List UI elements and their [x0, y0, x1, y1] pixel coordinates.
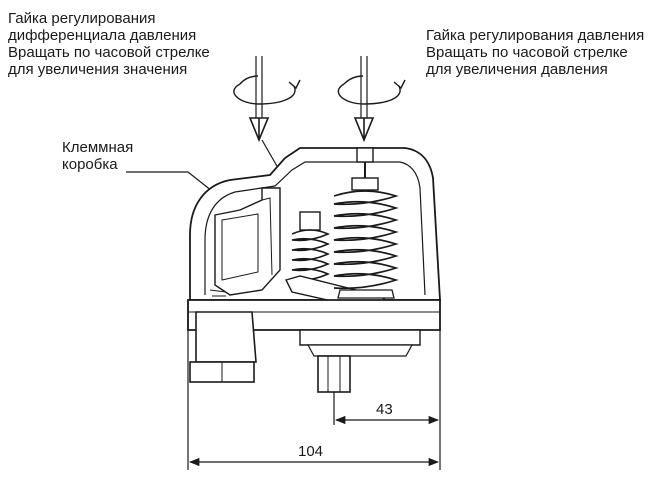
differential-nut-label: Гайка регулирования дифференциала давлен… — [8, 10, 210, 78]
cable-gland — [187, 300, 257, 470]
dimension-104: 104 — [298, 443, 323, 460]
terminal-box-line-2: коробка — [62, 156, 118, 173]
pressure-nut-line-3: для увеличения давления — [426, 61, 608, 78]
pressure-nut-line-1: Гайка регулирования давления — [426, 27, 645, 44]
right-rotation-arrow — [337, 56, 406, 143]
differential-nut-line-1: Гайка регулирования — [8, 10, 156, 27]
pressure-nut-line-2: Вращать по часовой стрелке — [426, 44, 628, 61]
left-rotation-arrow — [233, 56, 301, 143]
differential-spring — [291, 211, 330, 282]
pressure-fitting — [299, 329, 421, 425]
terminal-box-label: Клеммная коробка — [62, 139, 133, 173]
pressure-nut-label: Гайка регулирования давления Вращать по … — [426, 27, 644, 78]
terminal-box-line-1: Клеммная — [62, 139, 134, 156]
differential-nut-line-4: для увеличения значения — [8, 61, 188, 78]
terminal-box — [209, 187, 281, 297]
differential-nut-line-2: дифференциала давления — [8, 27, 197, 44]
pressure-spring — [333, 147, 399, 299]
dimension-43: 43 — [376, 401, 393, 418]
differential-nut-line-3: Вращать по часовой стрелке — [8, 44, 210, 61]
